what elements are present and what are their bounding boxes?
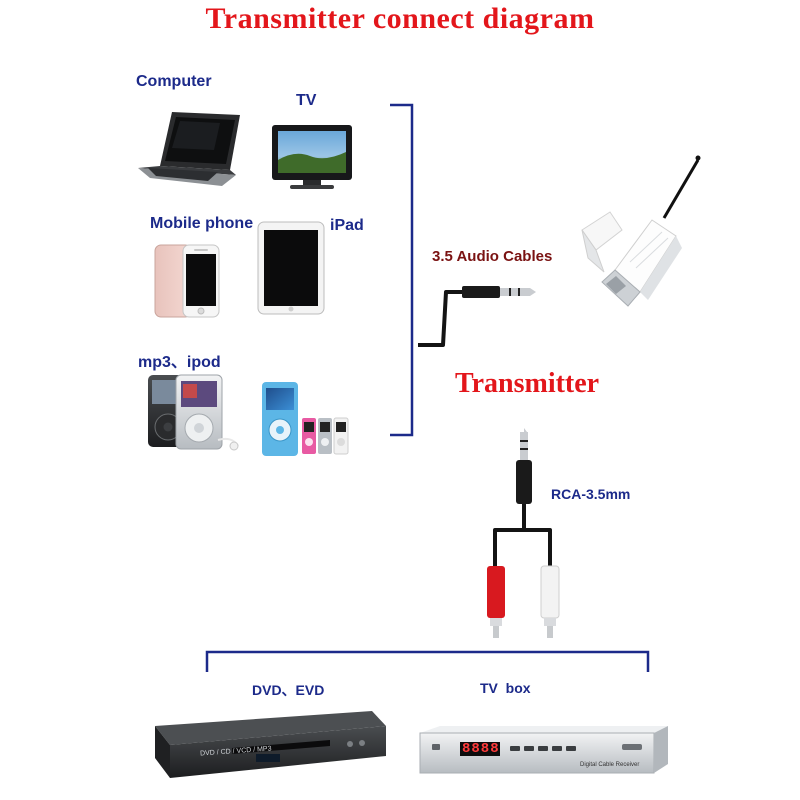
label-mobile-phone: Mobile phone (150, 215, 254, 232)
receiver-label-text: Digital Cable Receiver (580, 762, 640, 768)
label-ipad: iPad (330, 217, 364, 234)
receiver-display: 8888 (462, 741, 500, 757)
laptop-icon (138, 112, 240, 186)
mobile-phone-icon (154, 244, 220, 318)
label-computer: Computer (136, 73, 212, 90)
tv-box-icon (419, 726, 668, 774)
label-transmitter: Transmitter (455, 368, 600, 399)
label-dvd-evd: DVD、EVD (252, 682, 325, 698)
ipod-classic-icon (148, 374, 239, 451)
mp3-player-icon (262, 382, 349, 456)
transmitter-device-icon (581, 155, 701, 307)
audio-cable-icon (418, 286, 536, 347)
label-rca-cable: RCA-3.5mm (551, 486, 631, 502)
rca-cable-icon (487, 428, 560, 638)
dvd-player-icon (155, 711, 386, 778)
tv-icon (272, 125, 352, 189)
label-tv-box: TV box (480, 680, 531, 696)
source-bracket (390, 103, 414, 437)
output-bracket (205, 650, 650, 672)
label-tv: TV (296, 92, 317, 109)
label-mp3-ipod: mp3、ipod (138, 354, 221, 371)
diagram-title: Transmitter connect diagram (205, 2, 595, 35)
ipad-icon (257, 221, 325, 315)
label-audio-cables: 3.5 Audio Cables (432, 248, 553, 265)
